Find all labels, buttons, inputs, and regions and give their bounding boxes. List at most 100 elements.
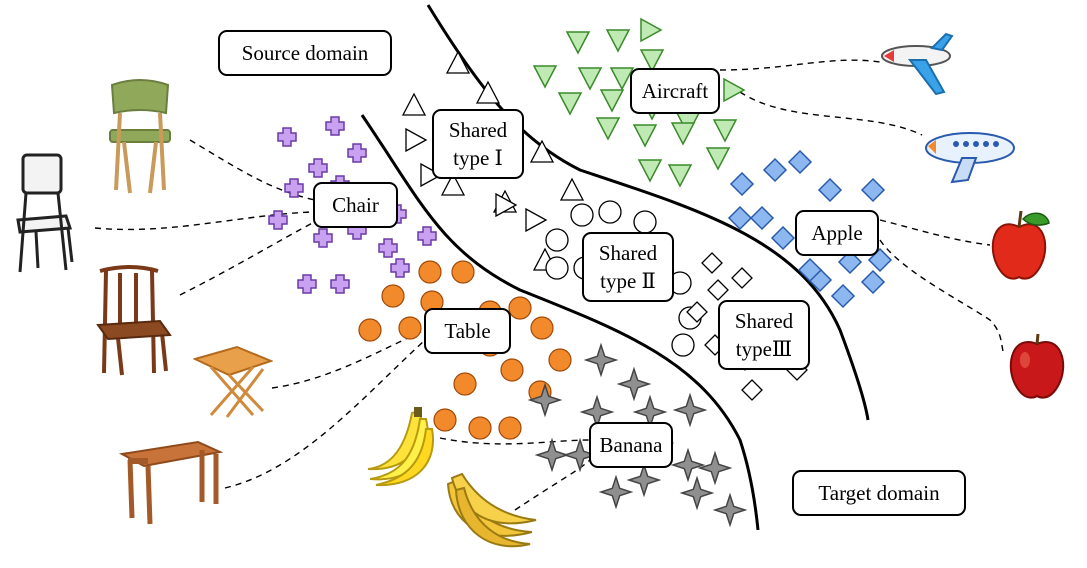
airplane-icon	[881, 32, 954, 96]
plus-marker	[297, 274, 317, 294]
shared-type-2-line1: Shared	[598, 240, 658, 265]
apple-icon	[991, 210, 1050, 280]
aircraft-label: Aircraft	[630, 68, 720, 114]
outline-triangle-marker	[529, 139, 555, 163]
diamond-marker	[729, 171, 755, 197]
circle-marker	[498, 416, 522, 440]
source-domain-label: Source domain	[218, 30, 392, 76]
connector-banana-2	[514, 457, 593, 511]
triangle-marker	[637, 159, 663, 183]
connector-table-1	[271, 329, 426, 389]
connector-chair-2	[94, 211, 313, 231]
outline-diamond-marker	[686, 301, 708, 323]
star-marker	[626, 462, 662, 498]
triangle-marker	[670, 122, 696, 146]
circle-marker	[453, 372, 477, 396]
triangle-marker	[605, 29, 631, 53]
diamond-marker	[727, 205, 753, 231]
diamond-marker	[860, 269, 886, 295]
shared-type-3-line1: Shared	[734, 308, 794, 333]
diamond-marker	[762, 157, 788, 183]
star-marker	[562, 437, 598, 473]
outline-triangle-marker	[440, 172, 466, 196]
circle-marker	[433, 408, 457, 432]
circle-marker	[530, 316, 554, 340]
shared-type-1-line1: Shared	[448, 117, 508, 142]
shared-type-3-line2: typeⅢ	[735, 337, 793, 361]
table-icon	[193, 345, 273, 418]
triangle-marker	[565, 31, 591, 55]
triangle-marker	[609, 67, 635, 91]
table-label: Table	[424, 308, 511, 354]
outline-diamond-marker	[731, 267, 753, 289]
circle-marker	[381, 284, 405, 308]
triangle-marker	[705, 147, 731, 171]
diamond-marker	[749, 205, 775, 231]
plus-marker	[308, 158, 328, 178]
apple-icon	[1009, 333, 1065, 399]
circle-marker	[398, 316, 422, 340]
circle-marker	[508, 296, 532, 320]
source-boundary-curve	[360, 114, 760, 531]
plus-marker	[277, 127, 297, 147]
plus-marker	[313, 228, 333, 248]
plus-marker	[284, 178, 304, 198]
circle-marker	[418, 260, 442, 284]
outline-triangle-marker	[495, 192, 518, 218]
circle-marker	[358, 318, 382, 342]
plus-marker	[325, 116, 345, 136]
plus-marker	[378, 238, 398, 258]
triangle-marker	[639, 49, 665, 73]
outline-diamond-marker	[741, 379, 763, 401]
banana-icon	[446, 472, 537, 548]
shared-type-2-label: Shared type Ⅱ	[582, 232, 674, 302]
triangle-marker	[640, 17, 663, 43]
star-marker	[527, 382, 563, 418]
outline-diamond-marker	[701, 252, 723, 274]
triangle-marker	[577, 67, 603, 91]
outline-triangle-marker	[420, 162, 443, 188]
star-marker	[697, 450, 733, 486]
circle-marker	[548, 348, 572, 372]
plus-marker	[330, 274, 350, 294]
circle-marker	[468, 416, 492, 440]
connector-apple-2	[879, 239, 1006, 356]
diamond-marker	[830, 283, 856, 309]
triangle-marker	[667, 164, 693, 188]
star-marker	[534, 437, 570, 473]
chair-icon	[16, 153, 74, 273]
triangle-marker	[632, 124, 658, 148]
banana-label: Banana	[589, 422, 673, 468]
shared-type-1-label: Shared type Ⅰ	[432, 109, 524, 179]
outline-circle-marker	[570, 203, 594, 227]
plus-marker	[268, 210, 288, 230]
outline-triangle-marker	[401, 92, 427, 116]
plus-marker	[390, 258, 410, 278]
diamond-marker	[817, 177, 843, 203]
target-domain-label: Target domain	[792, 470, 966, 516]
star-marker	[583, 342, 619, 378]
chair-label: Chair	[313, 182, 398, 228]
outline-triangle-marker	[559, 177, 585, 201]
apple-label: Apple	[795, 210, 879, 256]
circle-marker	[500, 358, 524, 382]
triangle-marker	[712, 119, 738, 143]
triangle-marker	[599, 89, 625, 113]
outline-triangle-marker	[405, 127, 428, 153]
star-marker	[616, 366, 652, 402]
airplane-icon	[925, 132, 1015, 184]
shared-type-3-label: Shared typeⅢ	[718, 300, 810, 370]
outline-triangle-marker	[525, 207, 548, 233]
banana-icon	[367, 407, 434, 487]
connector-chair-1	[189, 139, 316, 201]
chair-icon	[96, 265, 172, 376]
outline-diamond-marker	[707, 279, 729, 301]
star-marker	[598, 474, 634, 510]
connector-aircraft-2	[739, 91, 923, 136]
outline-circle-marker	[545, 256, 569, 280]
plus-marker	[417, 226, 437, 246]
connector-aircraft-1	[719, 59, 881, 71]
diamond-marker	[787, 149, 813, 175]
star-marker	[712, 492, 748, 528]
